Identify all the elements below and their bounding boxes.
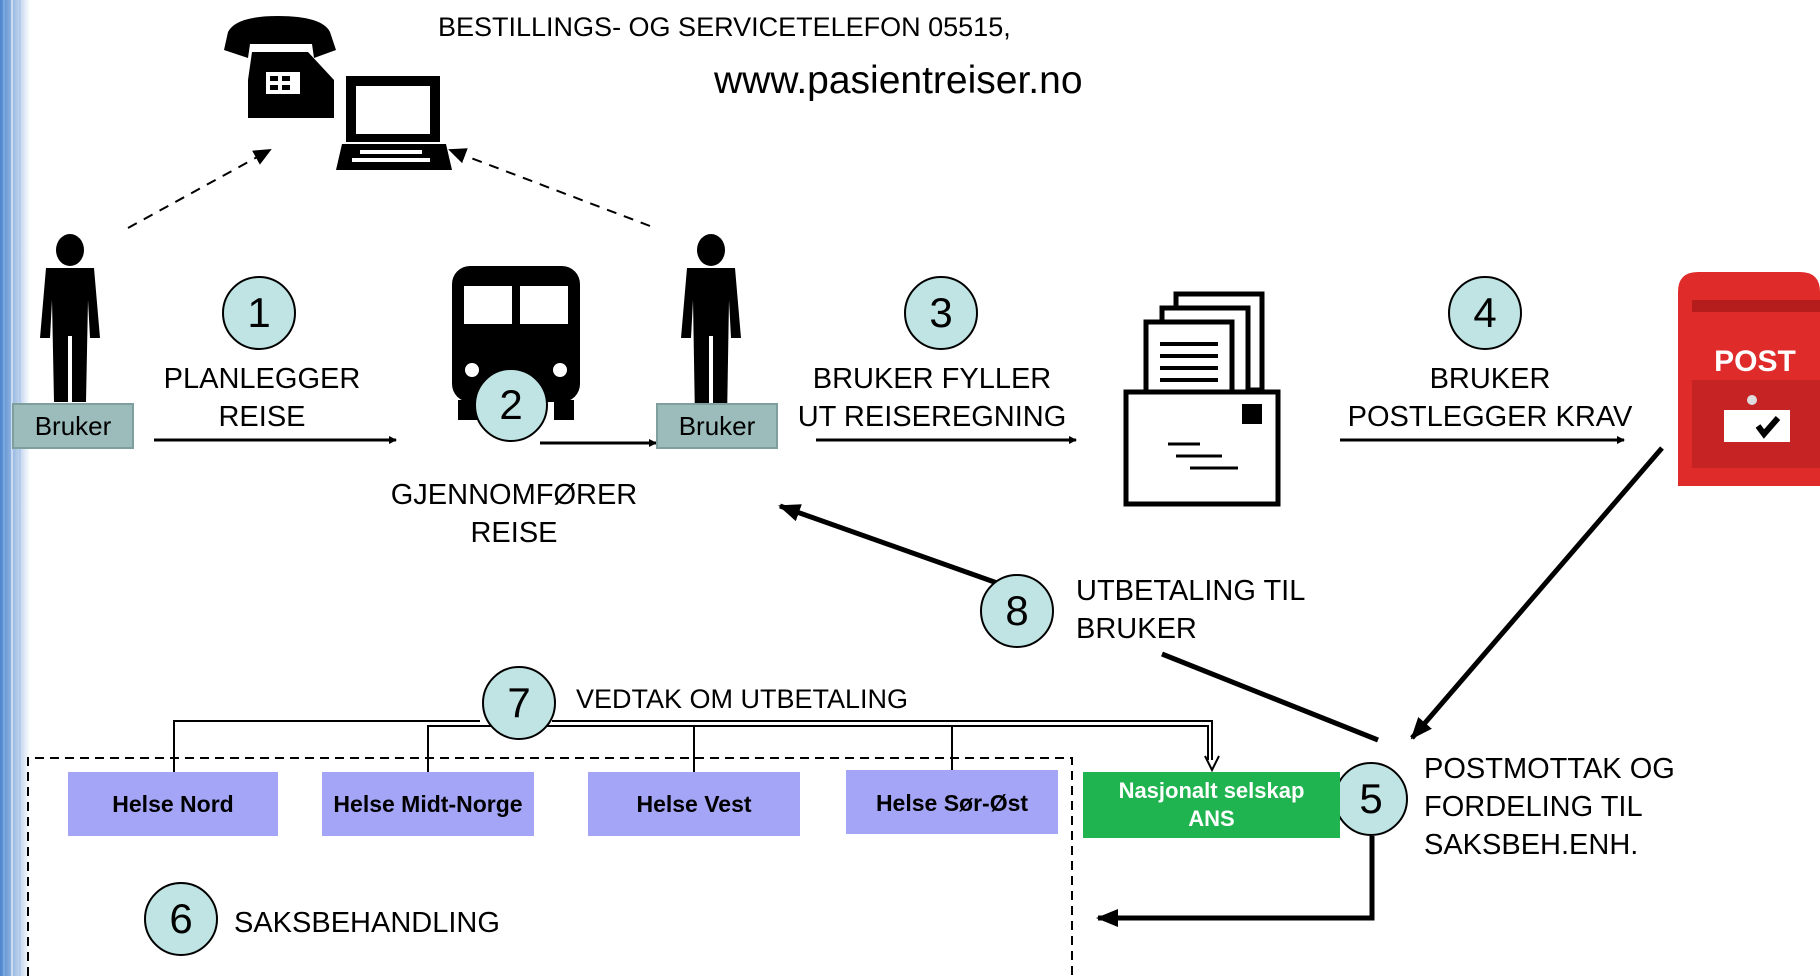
arrow-mailbox-to-postmottak: [1410, 446, 1664, 740]
step-7-label: VEDTAK OM UTBETALING: [576, 684, 909, 714]
person-icon: [681, 234, 741, 420]
document-stack-icon: [1123, 291, 1281, 507]
website-link[interactable]: www.pasientreiser.no: [714, 59, 1083, 102]
step-4-circle: 4: [1448, 276, 1522, 350]
region-box-helse-midt-norge: Helse Midt-Norge: [322, 772, 534, 836]
dashed-arrow-to-computer: [448, 148, 651, 227]
arrow-postmottak-to-saksbehandling: [1096, 836, 1375, 927]
phone-icon: [224, 16, 336, 118]
computer-icon: [336, 76, 452, 170]
dashed-arrow-to-phone: [127, 149, 272, 229]
service-phone-text: BESTILLINGS- OG SERVICETELEFON 05515,: [438, 12, 1011, 42]
step-5-label: POSTMOTTAK OG FORDELING TIL SAKSBEH.ENH.: [1424, 753, 1675, 861]
vedtak-connector-lines: [173, 720, 1213, 772]
step-4-label: BRUKER POSTLEGGER KRAV: [1347, 363, 1633, 433]
saksbehandling-frame: [27, 757, 1073, 976]
arrow-payout-line: [1161, 651, 1379, 743]
step-3-label: BRUKER FYLLER UT REISEREGNING: [797, 363, 1067, 433]
step-6-circle: 6: [144, 882, 218, 956]
left-decorative-stripe: [0, 0, 30, 976]
step-5-circle: 5: [1334, 762, 1408, 836]
bruker-box-start: Bruker: [12, 403, 134, 449]
step-7-circle: 7: [482, 666, 556, 740]
mailbox-icon: [1678, 272, 1820, 486]
step-1-label: PLANLEGGER REISE: [163, 363, 361, 433]
step-2-label: GJENNOMFØRER REISE: [390, 479, 638, 549]
arrow-payout-to-bruker: [778, 503, 1001, 587]
step-6-label: SAKSBEHANDLING: [234, 907, 500, 939]
bruker-box-return: Bruker: [656, 403, 778, 449]
vedtak-arrow-to-national: [1204, 755, 1220, 773]
step-1-circle: 1: [222, 276, 296, 350]
step-8-label: UTBETALING TIL BRUKER: [1076, 575, 1306, 645]
region-box-helse-vest: Helse Vest: [588, 772, 800, 836]
region-box-helse-nord: Helse Nord: [68, 772, 278, 836]
mailbox-label: POST: [1714, 345, 1796, 378]
step-3-circle: 3: [904, 276, 978, 350]
national-company-box: Nasjonalt selskap ANS: [1083, 772, 1340, 838]
step-8-circle: 8: [980, 574, 1054, 648]
person-icon: [40, 234, 100, 402]
step-2-circle: 2: [474, 368, 548, 442]
region-box-helse-sor-ost: Helse Sør-Øst: [846, 770, 1058, 834]
bus-icon: [452, 266, 580, 420]
